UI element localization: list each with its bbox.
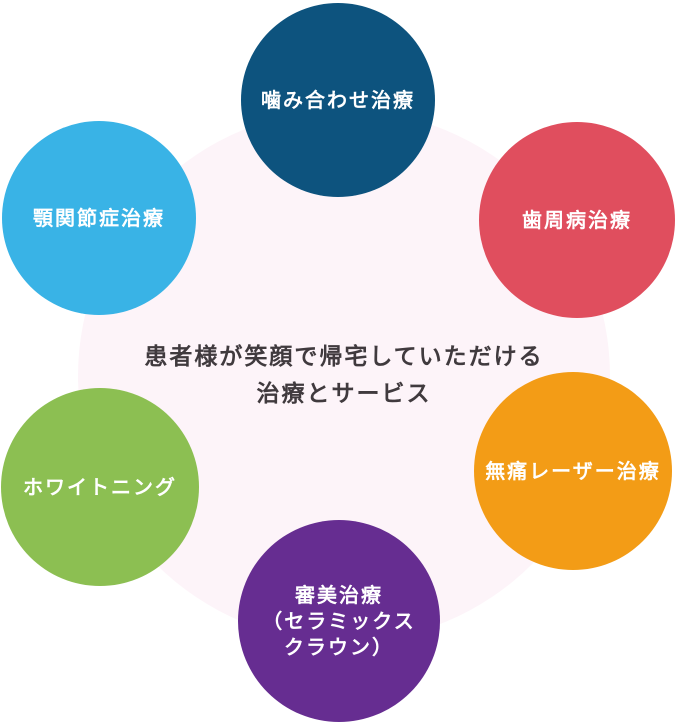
- node-circle-esthetic-ceramic-crown: 審美治療 （セラミックス クラウン）: [238, 520, 440, 722]
- node-circle-periodontal-treatment: 歯周病治療: [479, 122, 675, 318]
- node-label: 顎関節症治療: [33, 206, 165, 230]
- node-label: 無痛レーザー治療: [485, 459, 661, 483]
- node-label: 審美治療 （セラミックス クラウン）: [262, 583, 416, 659]
- node-circle-painless-laser-treatment: 無痛レーザー治療: [474, 372, 672, 570]
- node-circle-whitening: ホワイトニング: [1, 388, 199, 586]
- node-label: 歯周病治療: [522, 208, 632, 232]
- node-label: ホワイトニング: [23, 475, 177, 499]
- center-slogan-line2: 治療とサービス: [256, 381, 432, 407]
- node-label: 噛み合わせ治療: [261, 88, 415, 112]
- center-slogan: 患者様が笑顔で帰宅していただける 治療とサービス: [144, 339, 543, 413]
- center-slogan-line1: 患者様が笑顔で帰宅していただける: [144, 344, 544, 371]
- node-circle-tmj-treatment: 顎関節症治療: [2, 121, 196, 315]
- node-circle-bite-treatment: 噛み合わせ治療: [241, 3, 435, 197]
